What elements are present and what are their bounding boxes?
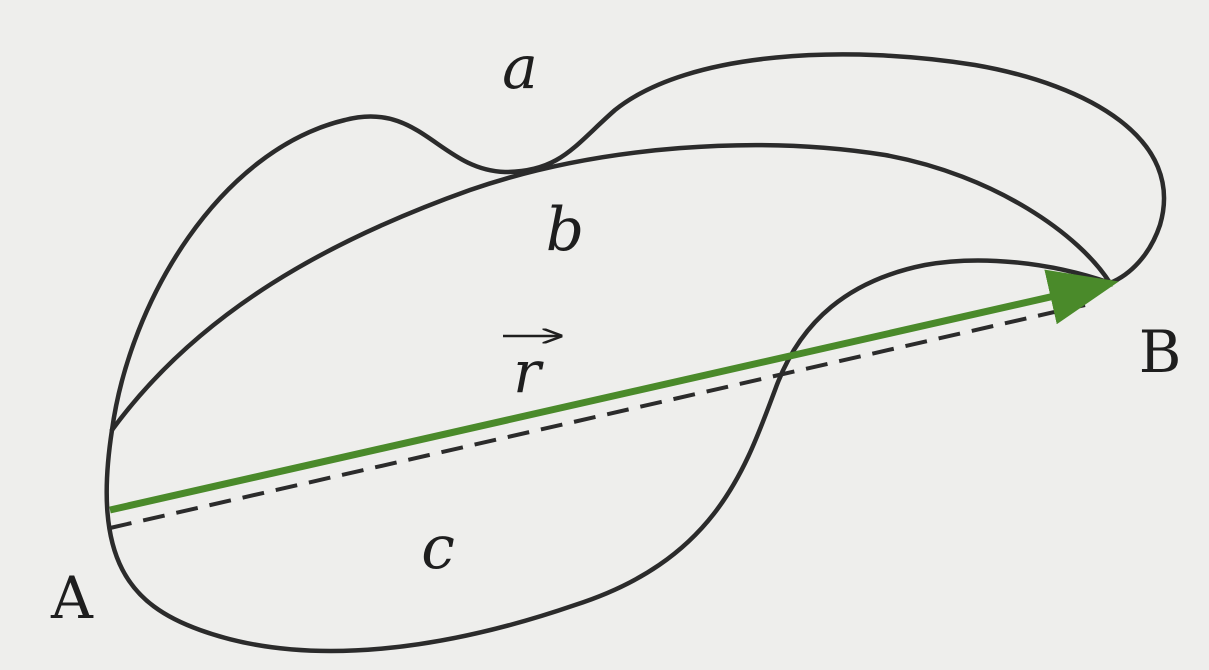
chord-ab-dashed-line bbox=[109, 303, 1086, 530]
path-c-curve bbox=[104, 258, 1113, 654]
path-a-curve bbox=[109, 52, 1167, 433]
point-b-label: B bbox=[1139, 318, 1182, 386]
vector-r-label: r bbox=[513, 338, 544, 406]
displacement-vector-arrow bbox=[109, 269, 1119, 514]
point-a-label: A bbox=[50, 564, 94, 632]
path-c-label: c bbox=[421, 513, 455, 583]
path-a-label: a bbox=[502, 33, 538, 103]
path-b-label: b bbox=[546, 195, 584, 265]
path-b-curve bbox=[109, 142, 1113, 433]
